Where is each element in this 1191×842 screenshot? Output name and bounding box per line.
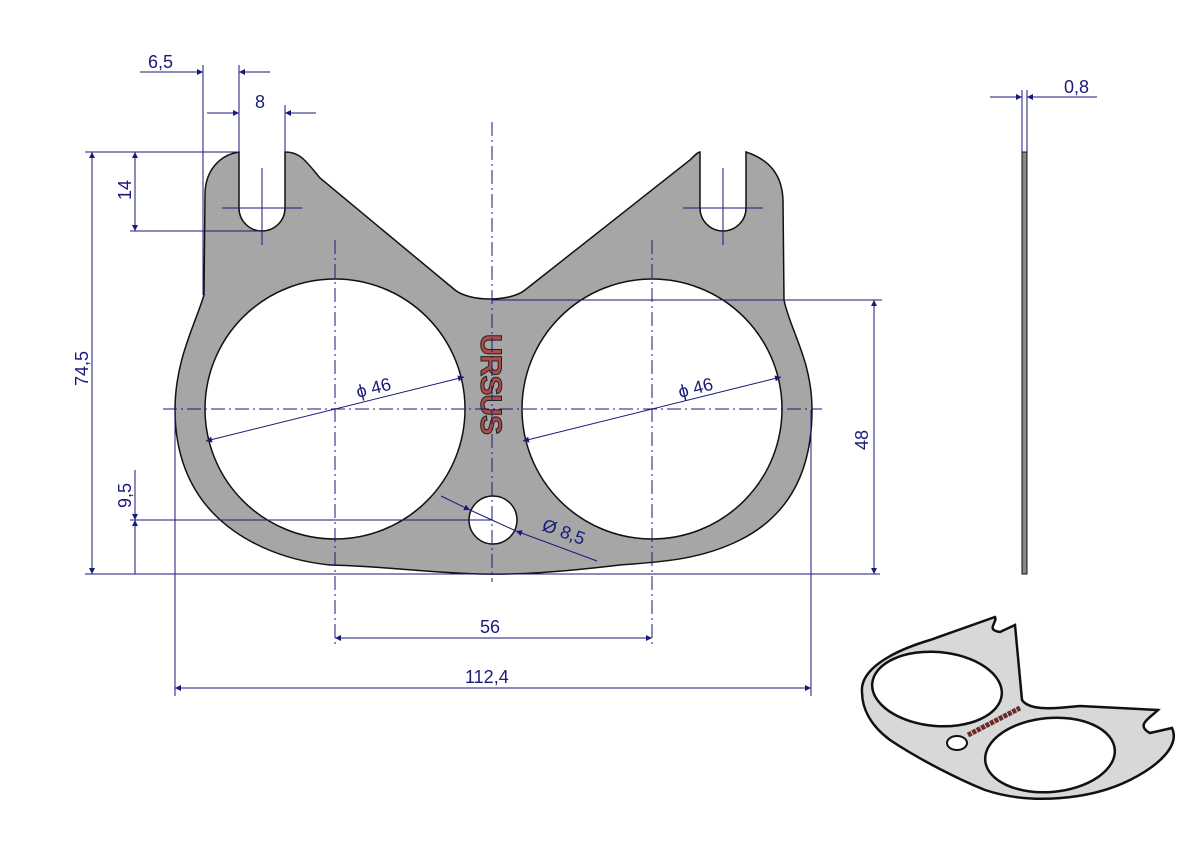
gasket-isometric-view (860, 615, 1175, 800)
dim-center-distance: 56 (480, 617, 500, 637)
dim-thickness: 0,8 (1064, 77, 1089, 97)
dimension-lines: 6,5 8 14 74,5 9,5 ϕ 46 ϕ 46 Ø 8,5 56 (72, 52, 882, 696)
dim-slot-width: 8 (255, 92, 265, 112)
dim-slot-offset: 6,5 (148, 52, 173, 72)
dim-overall-height: 74,5 (72, 351, 92, 386)
gasket-front-view: URSUS (174, 150, 813, 575)
ursus-logo: URSUS (474, 334, 507, 434)
dim-hole-band-height: 48 (852, 430, 872, 450)
dim-slot-depth: 14 (115, 180, 135, 200)
dim-overall-width: 112,4 (465, 667, 509, 687)
dim-small-hole-height: 9,5 (115, 483, 135, 508)
gasket-side-view: 0,8 (990, 77, 1097, 575)
